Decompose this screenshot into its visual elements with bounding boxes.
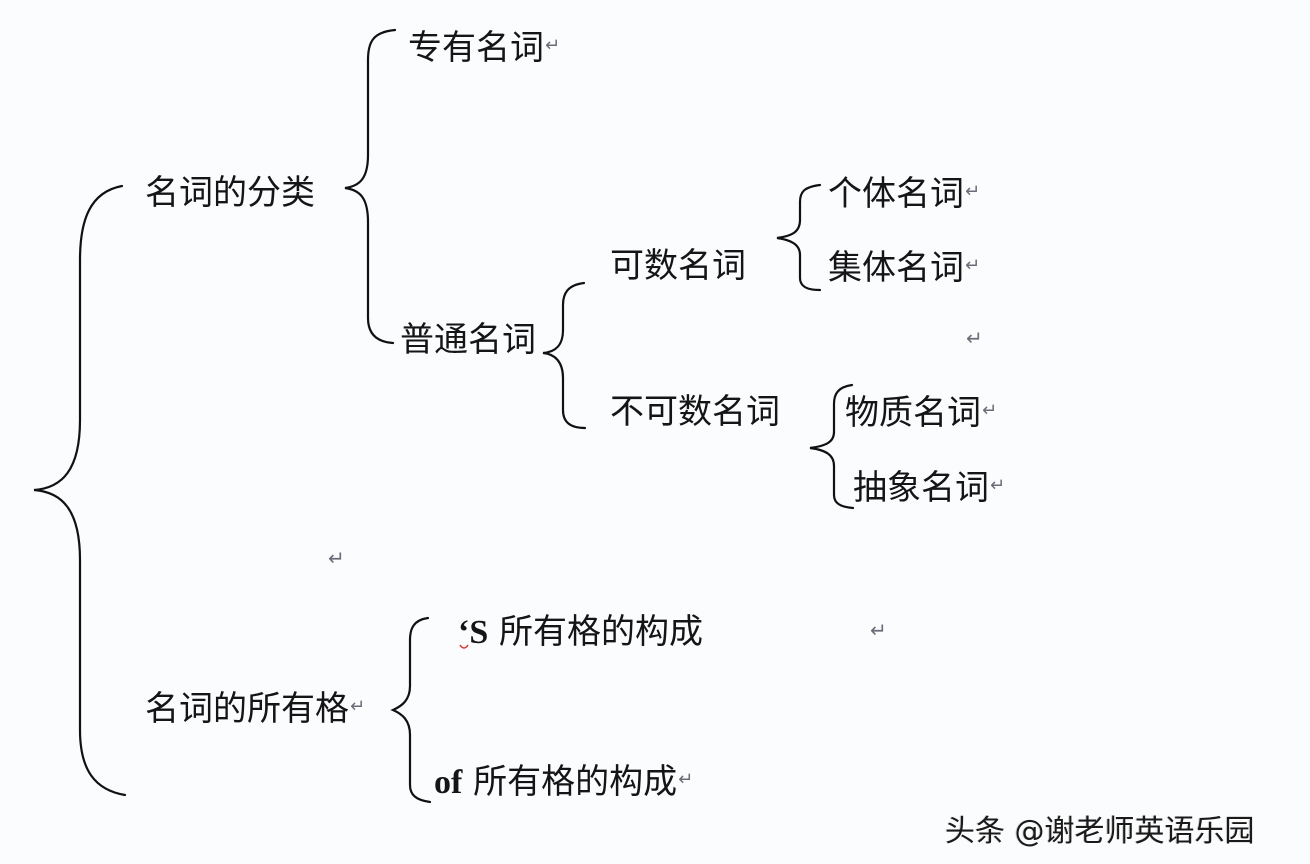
node-label: 所有格的构成 [499, 612, 704, 652]
node-label: 个体名词 [828, 174, 964, 214]
paragraph-mark-icon: ↵ [350, 696, 366, 717]
paragraph-mark-icon: ↵ [965, 255, 981, 276]
node-collective-noun: 集体名词↵ [828, 246, 980, 288]
node-label: 所有格的构成 [473, 762, 678, 802]
node-material-noun: 物质名词↵ [845, 391, 997, 433]
watermark: 头条 @谢老师英语乐园 [945, 814, 1255, 849]
node-common-noun: 普通名词 [400, 320, 536, 360]
node-label: 专有名词 [408, 28, 544, 68]
uncountable-brace [809, 383, 855, 510]
paragraph-mark-icon: ↵ [965, 181, 981, 202]
node-prefix: ‘S [458, 614, 489, 651]
node-of-possessive: of 所有格的构成↵ [434, 760, 693, 803]
node-label: 集体名词 [828, 248, 964, 288]
node-individual-noun: 个体名词↵ [828, 172, 980, 214]
classification-brace [344, 28, 397, 345]
node-countable-noun: 可数名词 [610, 246, 746, 286]
node-noun-possessive: 名词的所有格↵ [145, 687, 365, 729]
paragraph-mark-icon: ↵ [982, 400, 998, 421]
paragraph-mark-icon: ↵ [328, 546, 345, 570]
root-brace [33, 184, 127, 797]
countable-brace [776, 183, 822, 292]
node-noun-classification: 名词的分类 [145, 173, 315, 213]
node-label: 名词的分类 [145, 173, 315, 213]
node-prefix: of [434, 764, 463, 801]
node-label: 可数名词 [610, 246, 746, 286]
node-s-possessive: ‘S 所有格的构成 [458, 612, 703, 653]
paragraph-mark-icon: ↵ [966, 326, 983, 350]
spellcheck-squiggle [459, 644, 469, 649]
node-label: 抽象名词 [853, 468, 989, 508]
possessive-brace [390, 616, 432, 804]
node-proper-noun: 专有名词↵ [408, 26, 560, 68]
node-abstract-noun: 抽象名词↵ [853, 466, 1005, 508]
node-label: 不可数名词 [610, 392, 780, 432]
paragraph-mark-icon: ↵ [870, 618, 887, 642]
paragraph-mark-icon: ↵ [990, 475, 1006, 496]
node-label: 普通名词 [400, 320, 536, 360]
node-label: 物质名词 [845, 393, 981, 433]
common-noun-brace [542, 281, 587, 430]
node-label: 名词的所有格 [145, 689, 349, 729]
paragraph-mark-icon: ↵ [545, 35, 561, 56]
paragraph-mark-icon: ↵ [678, 769, 694, 790]
node-uncountable-noun: 不可数名词 [610, 392, 780, 432]
